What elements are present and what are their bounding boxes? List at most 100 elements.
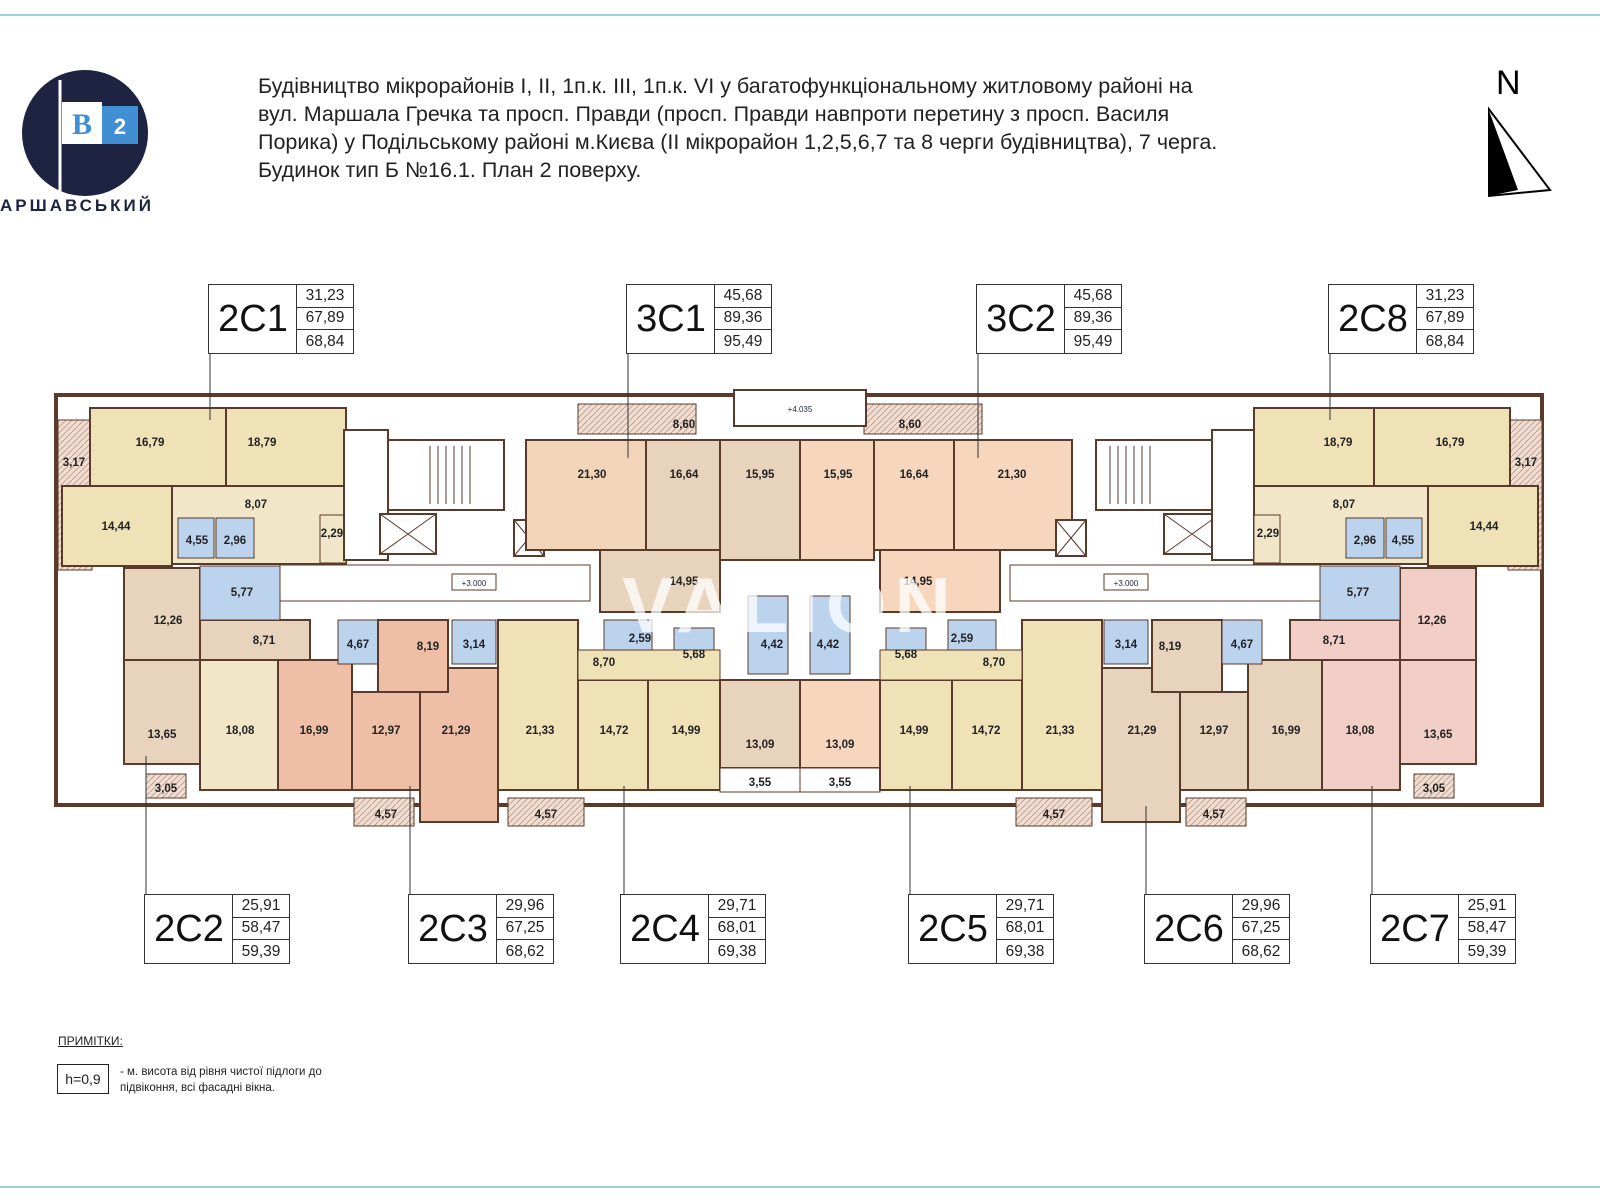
level-labels: +4.035 +3.000 +3.000 <box>462 405 1139 588</box>
unit-area: 69,38 <box>1005 942 1045 960</box>
room-area: 14,95 <box>904 576 933 588</box>
room <box>577 649 721 681</box>
title-line: Будівництво мікрорайонів І, ІІ, 1п.к. ІІ… <box>258 74 1193 98</box>
room-area: 13,09 <box>746 739 775 751</box>
title-line: вул. Маршала Гречка та просп. Правди (пр… <box>258 102 1170 126</box>
unit-area: 29,71 <box>997 895 1053 918</box>
room-area: 18,08 <box>226 725 255 737</box>
room-area: 21,33 <box>526 725 555 737</box>
balcony <box>719 767 801 793</box>
room <box>879 679 953 791</box>
room-area: 21,29 <box>1128 725 1157 737</box>
notes-text: - м. висота від рівня чистої підлоги до … <box>120 1066 322 1094</box>
unit-code: 2С6 <box>1154 907 1224 950</box>
unit-area: 25,91 <box>1459 895 1515 918</box>
room-area: 2,29 <box>321 528 343 540</box>
unit-area: 67,25 <box>1233 918 1289 941</box>
room-area: 4,42 <box>817 639 839 651</box>
north-arrow-icon <box>1488 106 1552 198</box>
unit-area: 68,01 <box>997 918 1053 941</box>
unit-area: 58,47 <box>233 918 289 941</box>
balcony <box>1015 797 1093 827</box>
unit-area: 68,62 <box>505 942 545 960</box>
room-area: 3,14 <box>1115 639 1138 651</box>
bathroom <box>1345 517 1385 559</box>
room-area: 3,05 <box>1423 783 1446 795</box>
unit-area: 67,89 <box>1417 308 1473 331</box>
unit-code: 2С4 <box>630 907 700 950</box>
room-area: 21,30 <box>578 469 607 481</box>
room <box>319 514 347 564</box>
unit-area: 68,84 <box>305 332 345 350</box>
unit-code: 3С2 <box>986 297 1056 340</box>
north-label: N <box>1496 64 1521 102</box>
room <box>719 679 801 769</box>
room-area: 18,79 <box>248 437 277 449</box>
room-area: 15,95 <box>824 469 853 481</box>
room-area: 4,57 <box>375 809 397 821</box>
room-area: 14,99 <box>900 725 929 737</box>
room <box>1179 691 1249 791</box>
room <box>647 679 721 791</box>
bathroom <box>199 565 281 621</box>
bathroom <box>337 619 379 665</box>
room <box>89 407 227 487</box>
room-area: 4,55 <box>1392 535 1415 547</box>
room-area: 18,08 <box>1346 725 1375 737</box>
room-area: 14,99 <box>672 725 701 737</box>
room-area: 16,79 <box>136 437 165 449</box>
room-area: 13,09 <box>826 739 855 751</box>
room <box>873 439 955 551</box>
unit-area: 58,47 <box>1459 918 1515 941</box>
room-labels: 16,79 18,79 3,17 14,44 8,07 4,55 2,96 2,… <box>63 419 1537 821</box>
room <box>645 439 721 551</box>
room-area: 21,33 <box>1046 725 1075 737</box>
unit-area: 59,39 <box>241 942 281 960</box>
room-area: 18,79 <box>1324 437 1353 449</box>
room <box>1373 407 1511 487</box>
room-area: 16,64 <box>900 469 929 481</box>
room-area: 4,67 <box>347 639 369 651</box>
unit-area: 29,96 <box>1233 895 1289 918</box>
room-area: 3,05 <box>155 783 178 795</box>
room-area: 14,72 <box>600 725 629 737</box>
room-area: 8,71 <box>253 635 276 647</box>
level-box <box>733 389 867 427</box>
unit-area: 95,49 <box>1073 332 1113 350</box>
corridor <box>1009 564 1321 602</box>
page-title: Будівництво мікрорайонів І, ІІ, 1п.к. ІІ… <box>258 72 1438 184</box>
bathroom <box>451 619 497 665</box>
room <box>123 659 201 765</box>
unit-code: 2С7 <box>1380 907 1450 950</box>
room-area: 3,55 <box>829 777 852 789</box>
room <box>1399 567 1477 661</box>
unit-code: 2С2 <box>154 907 224 950</box>
level-box <box>451 573 497 591</box>
balcony <box>507 797 585 827</box>
unit-area: 29,96 <box>497 895 553 918</box>
room-area: 8,19 <box>1159 641 1181 653</box>
bathroom <box>809 595 851 675</box>
room <box>1253 407 1375 487</box>
unit-code: 2С8 <box>1338 297 1408 340</box>
unit-area: 67,25 <box>497 918 553 941</box>
room <box>1101 667 1181 823</box>
room <box>199 659 279 791</box>
room <box>123 567 201 661</box>
room <box>1399 659 1477 765</box>
room-area: 16,99 <box>300 725 329 737</box>
stairwell <box>1095 439 1213 511</box>
bathroom <box>1385 517 1423 559</box>
level-mark: +3.000 <box>462 579 487 588</box>
room-area: 12,26 <box>1418 615 1447 627</box>
unit-area: 68,62 <box>1241 942 1281 960</box>
